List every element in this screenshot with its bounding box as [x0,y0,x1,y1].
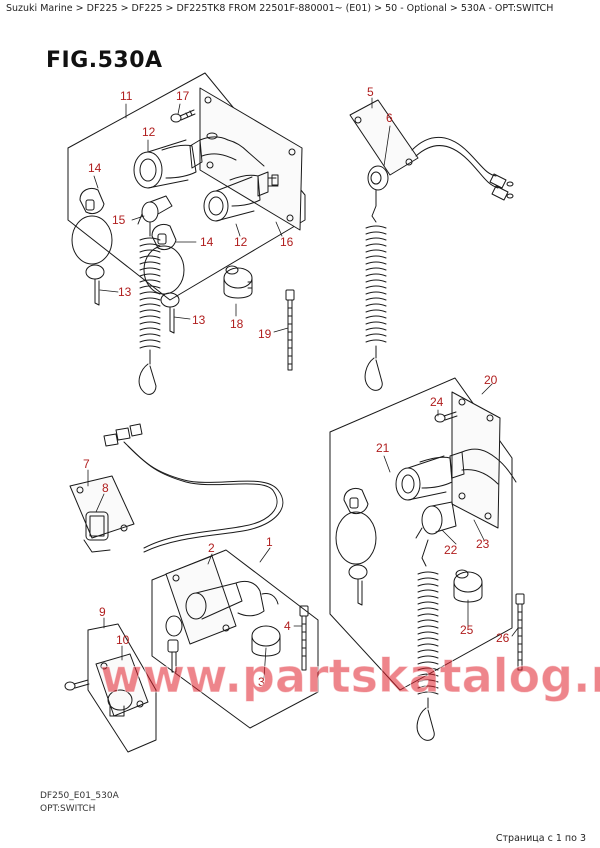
callout-26[interactable]: 26 [496,631,510,645]
callout-20[interactable]: 20 [484,373,498,387]
callout-21[interactable]: 21 [376,441,390,455]
lanyard-coil-upper-left [138,221,161,395]
cable-tie-26 [515,593,525,671]
figure-title: FIG.530A [46,48,163,73]
watermark: www.partskatalog.ru [100,649,600,703]
callout-2[interactable]: 2 [208,541,215,555]
callout-1[interactable]: 1 [266,535,273,549]
mounting-plate-23 [451,391,501,529]
kit-20-bracket-frame [329,377,513,691]
callout-8[interactable]: 8 [102,481,109,495]
callout-25[interactable]: 25 [460,623,474,637]
callout-14-left[interactable]: 14 [88,161,102,175]
kit-5-wiring [411,136,514,201]
callout-11[interactable]: 11 [120,89,133,103]
ignition-switch-12-lower [203,171,279,222]
ignition-switch-12-upper [133,132,265,189]
kit-11-bracket-frame [67,72,306,301]
drawing-caption: OPT:SWITCH [40,804,96,814]
callout-17[interactable]: 17 [176,89,190,103]
callout-12-upper[interactable]: 12 [142,125,156,139]
callout-23[interactable]: 23 [476,537,490,551]
key-kit-20 [335,487,377,606]
kit-5-panel [349,99,419,191]
kit-1-panel [165,555,237,645]
callout-6[interactable]: 6 [386,111,393,125]
kit-1-switch [185,580,279,620]
cable-tie-4 [299,605,309,671]
lanyard-coil-upper-right [364,189,387,391]
screw-kit-9 [64,679,90,691]
lanyard-coil-lower-right [416,539,439,741]
key-14-right [143,223,185,334]
kit-7-wiring [103,423,284,553]
callout-18[interactable]: 18 [230,317,244,331]
callout-13-left[interactable]: 13 [118,285,132,299]
kit-9-panel [95,653,149,717]
callout-5[interactable]: 5 [367,85,374,99]
ignition-switch-21 [395,448,517,501]
cap-3 [251,625,281,657]
stop-switch-15 [137,195,173,225]
callout-7[interactable]: 7 [83,457,90,471]
callout-19[interactable]: 19 [258,327,272,341]
cable-tie-19 [285,289,295,371]
leader-lines [87,97,519,679]
drawing-code: DF250_E01_530A [40,791,119,801]
callout-16[interactable]: 16 [280,235,294,249]
callout-14-right[interactable]: 14 [200,235,214,249]
stop-switch-22 [415,501,457,539]
screw-17 [170,109,196,123]
kit-7-panel [69,475,135,553]
kit-1-key [165,615,183,673]
callout-3[interactable]: 3 [258,675,265,689]
callout-9[interactable]: 9 [99,605,106,619]
cap-18 [223,265,253,299]
callout-15[interactable]: 15 [112,213,126,227]
key-14-left [71,187,113,306]
callout-13-right[interactable]: 13 [192,313,206,327]
kit-1-bracket-frame [151,549,319,729]
callout-10[interactable]: 10 [116,633,130,647]
breadcrumb[interactable]: Suzuki Marine > DF225 > DF225 > DF225TK8… [6,3,554,14]
mounting-plate-16 [199,87,303,231]
callout-4[interactable]: 4 [284,619,291,633]
callout-22[interactable]: 22 [444,543,458,557]
page-indicator: Страница с 1 по 3 [495,833,586,844]
callout-24[interactable]: 24 [430,395,444,409]
cap-25 [453,569,483,603]
callout-12-lower[interactable]: 12 [234,235,248,249]
kit-9-bracket-frame [87,623,157,753]
screw-24 [434,411,458,423]
callout-labels: 11 17 12 14 15 14 12 16 13 13 18 19 5 6 … [83,85,510,689]
